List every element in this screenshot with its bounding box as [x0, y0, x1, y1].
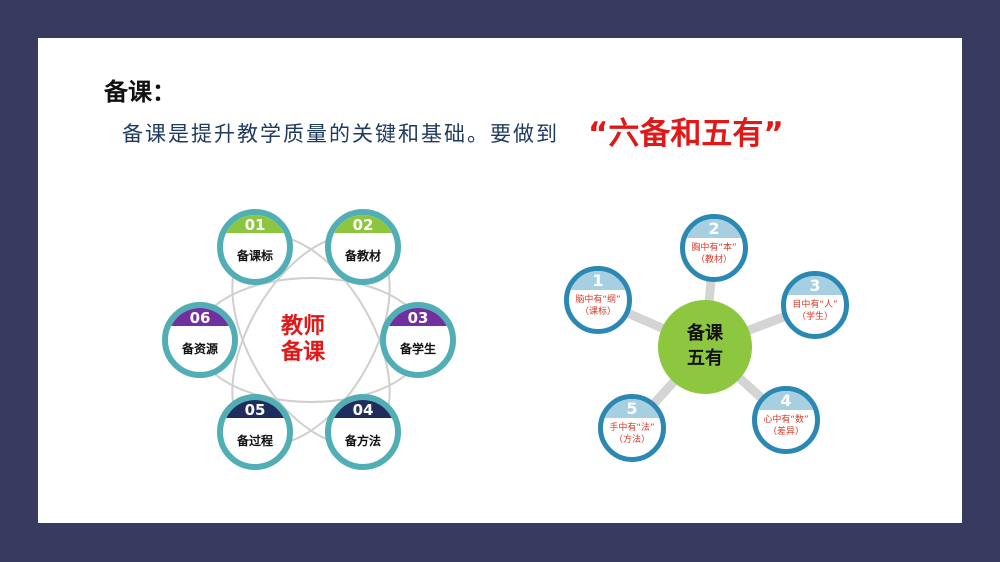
left-item-circle: 03 备学生: [380, 302, 456, 378]
item-label: 心中有“数” （差异）: [757, 414, 815, 438]
left-item-circle: 02 备教材: [325, 209, 401, 285]
item-line2: （方法）: [613, 435, 650, 445]
item-line1: 心中有“数”: [763, 415, 809, 425]
right-item-circle: 2 胸中有“本” （教材）: [680, 214, 748, 282]
item-number: 05: [223, 400, 287, 419]
slide-title: 备课：: [104, 78, 176, 106]
right-item-circle: 5 手中有“法” （方法）: [598, 394, 666, 462]
right-item-circle: 1 脑中有“纲” （课标）: [564, 266, 632, 334]
left-item-circle: 04 备方法: [325, 394, 401, 470]
item-line2: （学生）: [796, 312, 833, 322]
item-number: 2: [685, 219, 743, 238]
item-number: 4: [757, 391, 815, 410]
center-line: 教师: [281, 314, 326, 339]
item-label: 备资源: [181, 342, 218, 356]
left-item-circle: 05 备过程: [217, 394, 293, 470]
item-number: 3: [786, 276, 844, 295]
item-label: 备课标: [236, 249, 273, 263]
item-number: 03: [386, 308, 450, 327]
item-label: 脑中有“纲” （课标）: [569, 294, 627, 318]
item-number: 5: [603, 399, 661, 418]
subtitle: 备课是提升教学质量的关键和基础。要做到: [122, 122, 559, 146]
item-label: 备学生: [399, 342, 436, 356]
item-line1: 脑中有“纲”: [575, 295, 621, 305]
item-number: 06: [168, 308, 232, 327]
item-number: 04: [331, 400, 395, 419]
highlight-text: “六备和五有”: [588, 116, 784, 152]
item-line1: 胸中有“本”: [691, 243, 737, 253]
item-label: 胸中有“本” （教材）: [685, 242, 743, 266]
item-label: 备过程: [236, 434, 273, 448]
right-center-circle: [658, 300, 752, 394]
item-line2: （教材）: [695, 255, 732, 265]
item-number: 1: [569, 271, 627, 290]
right-item-circle: 4 心中有“数” （差异）: [752, 386, 820, 454]
item-line2: （差异）: [767, 427, 804, 437]
center-line: 备课: [281, 340, 326, 365]
item-label: 目中有“人” （学生）: [786, 299, 844, 323]
item-number: 01: [223, 215, 287, 234]
item-line1: 目中有“人”: [792, 300, 838, 310]
center-line: 备课: [687, 323, 723, 344]
center-line: 五有: [687, 348, 723, 369]
right-item-circle: 3 目中有“人” （学生）: [781, 271, 849, 339]
item-label: 备教材: [344, 249, 381, 263]
left-item-circle: 01 备课标: [217, 209, 293, 285]
item-label: 备方法: [344, 434, 381, 448]
item-line2: （课标）: [579, 307, 616, 317]
left-item-circle: 06 备资源: [162, 302, 238, 378]
left-center-label: 教师备课: [281, 314, 325, 366]
item-label: 手中有“法” （方法）: [603, 422, 661, 446]
item-line1: 手中有“法”: [609, 423, 655, 433]
item-number: 02: [331, 215, 395, 234]
right-center-label: 备课五有: [675, 321, 735, 371]
